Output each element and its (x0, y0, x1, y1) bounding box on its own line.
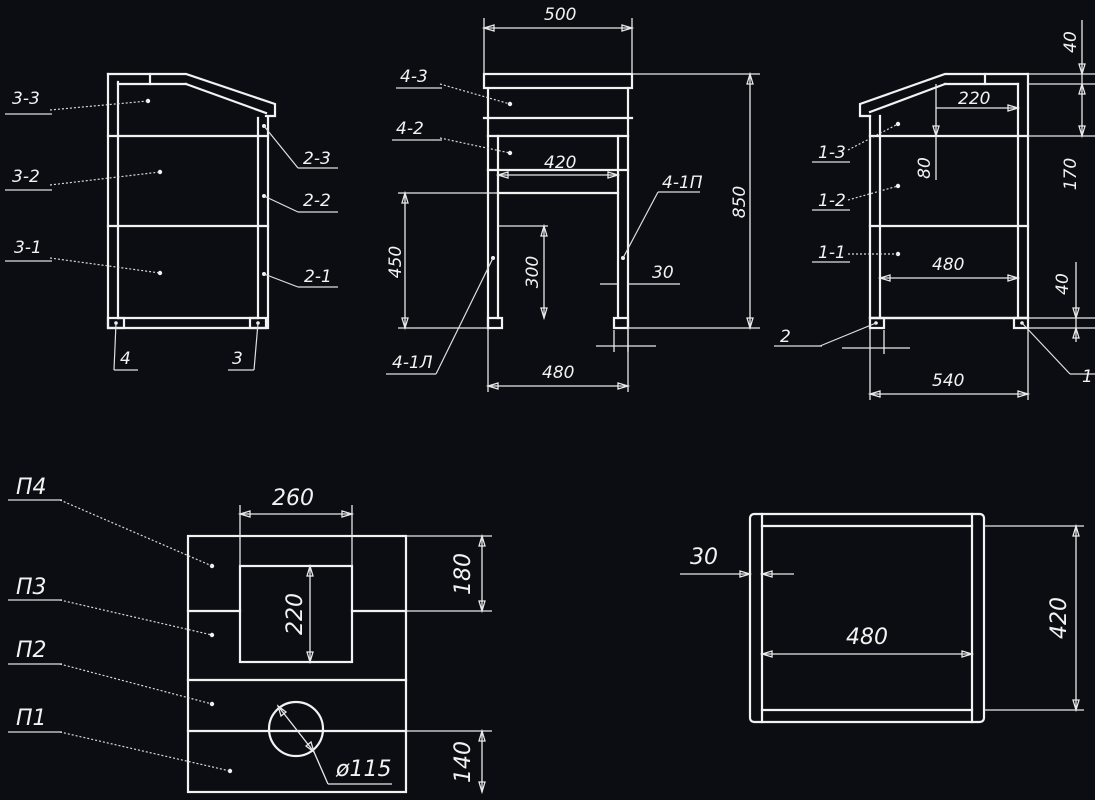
label-4-1p: 4-1П (662, 173, 703, 193)
dim-170: 170 (1061, 158, 1081, 190)
right-side-view: 220 80 40 170 480 40 540 (774, 20, 1095, 400)
label-p1: П1 (16, 706, 47, 731)
dim-30-front: 30 (652, 263, 674, 283)
label-3: 3 (232, 349, 243, 369)
label-3-1: 3-1 (14, 238, 42, 258)
label-2-2: 2-2 (303, 191, 331, 211)
label-1-foot: 1 (1082, 367, 1093, 387)
dim-30-top: 30 (690, 545, 718, 570)
dim-480-front: 480 (542, 363, 574, 383)
dim-500: 500 (544, 5, 576, 25)
front-view: 500 420 450 300 30 850 480 (386, 5, 760, 392)
label-p4: П4 (16, 475, 47, 500)
label-p3: П3 (16, 575, 47, 600)
dim-40-top: 40 (1061, 31, 1081, 53)
label-4-1l: 4-1Л (392, 353, 433, 373)
dim-480-side: 480 (932, 255, 964, 275)
dim-140: 140 (451, 741, 476, 783)
dim-300: 300 (523, 256, 543, 288)
dim-40-bottom: 40 (1053, 273, 1073, 295)
dim-180: 180 (451, 553, 476, 595)
dim-diameter-115: ø115 (335, 757, 391, 782)
top-view: 30 480 420 (680, 512, 1084, 724)
dim-540: 540 (932, 371, 964, 391)
label-2-foot: 2 (780, 327, 791, 347)
dim-220-panel: 220 (283, 593, 308, 635)
dim-420-front: 420 (544, 153, 576, 173)
panel-view: 260 220 180 140 ø115 П4 П3 П2 П1 (8, 475, 492, 795)
label-1-3: 1-3 (818, 143, 846, 163)
dim-260: 260 (272, 486, 314, 511)
dim-420-top: 420 (1047, 597, 1072, 639)
label-2-3: 2-3 (303, 149, 331, 169)
label-3-3: 3-3 (12, 89, 40, 109)
dim-450: 450 (386, 246, 406, 278)
label-2-1: 2-1 (304, 267, 332, 287)
label-3-2: 3-2 (12, 167, 40, 187)
label-1-2: 1-2 (818, 191, 846, 211)
left-side-view: 3-3 3-2 3-1 2-3 2-2 2-1 4 3 (5, 72, 338, 371)
dim-480-top: 480 (846, 625, 888, 650)
dim-80: 80 (915, 157, 935, 179)
label-4: 4 (120, 349, 131, 369)
label-1-1: 1-1 (818, 243, 846, 263)
dim-220-side: 220 (958, 89, 990, 109)
label-p2: П2 (16, 638, 47, 663)
label-4-3: 4-3 (400, 67, 428, 87)
label-4-2: 4-2 (396, 119, 424, 139)
dim-850: 850 (730, 186, 750, 218)
